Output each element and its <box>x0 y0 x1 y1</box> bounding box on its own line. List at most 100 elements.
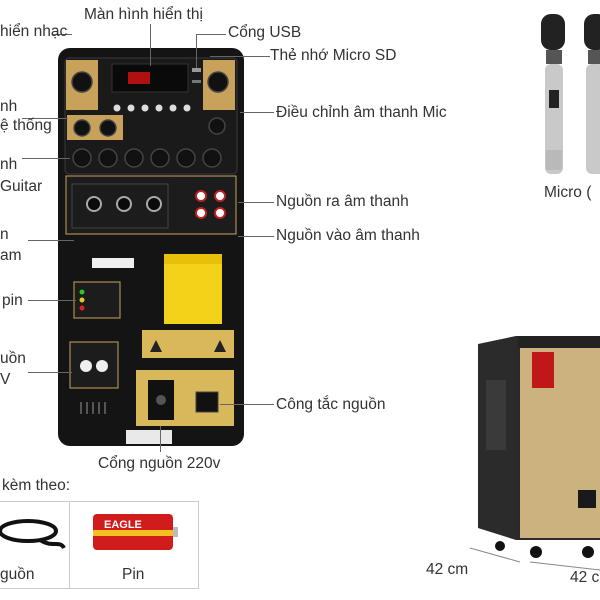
rca-out-left <box>214 190 226 202</box>
caption-mic: Micro ( <box>544 184 592 201</box>
power-port-socket <box>156 395 166 405</box>
line-usb-v <box>196 34 197 68</box>
battery-brand: EAGLE <box>104 519 142 531</box>
label-input-2: am <box>0 247 22 264</box>
line-music <box>52 34 72 35</box>
mic-vol-knob <box>207 71 229 93</box>
dim-left: 42 cm <box>426 561 469 578</box>
dim-line-left <box>469 547 521 563</box>
label-guitar-2: Guitar <box>0 178 43 195</box>
panel-top <box>64 57 238 175</box>
nanomax-sticker <box>164 254 222 324</box>
label-audio-in: Nguồn vào âm thanh <box>276 227 420 244</box>
dc-terminal-minus <box>96 360 108 372</box>
label-power-1: uồn <box>0 350 26 367</box>
digital-vol-knob <box>124 148 144 168</box>
caption-battery: Pin <box>122 566 145 583</box>
sd-slot <box>192 80 201 83</box>
line-display <box>150 24 151 66</box>
label-system-1: nh <box>0 98 18 115</box>
mic-knob <box>208 117 226 135</box>
m-treble-knob <box>176 148 196 168</box>
microphone-1-icon <box>541 14 565 174</box>
line-switch <box>220 404 274 405</box>
label-guitar-1: nh <box>0 156 18 173</box>
btn-repeat <box>183 104 191 112</box>
battery-led-2 <box>79 297 85 303</box>
caution-triangle-right <box>214 340 226 352</box>
music-vol-knob <box>71 71 93 93</box>
cable-icon <box>0 519 66 550</box>
speaker-handle <box>486 380 506 450</box>
line-pin <box>28 300 76 301</box>
btn-next <box>155 104 163 112</box>
caution-triangle-left <box>150 340 162 352</box>
btn-eq <box>169 104 177 112</box>
bass-knob <box>73 119 91 137</box>
line-audio-out <box>238 202 274 203</box>
rca-in-left <box>214 207 226 219</box>
line-port <box>160 426 161 452</box>
line-guitar <box>22 158 70 159</box>
btn-mode <box>113 104 121 112</box>
line-mic <box>240 112 274 113</box>
dc-terminal-plus <box>80 360 92 372</box>
label-power-port: Cổng nguồn 220v <box>98 455 221 472</box>
barcode-sticker <box>92 258 134 268</box>
line-usb-h <box>196 34 226 35</box>
label-display: Màn hình hiển thị <box>84 6 203 23</box>
battery-led-1 <box>79 289 85 295</box>
echo-knob <box>72 148 92 168</box>
label-music: hiển nhạc <box>0 23 68 40</box>
guitar-knob <box>98 148 118 168</box>
btn-prev <box>127 104 135 112</box>
wheel-1 <box>495 541 505 551</box>
label-microsd: Thẻ nhớ Micro SD <box>270 47 397 64</box>
label-pin: pin <box>2 292 23 309</box>
mic2-jack <box>146 196 162 212</box>
dim-right: 42 c <box>570 569 600 586</box>
line-input <box>28 240 74 241</box>
speaker-red-sticker <box>532 352 554 388</box>
power-switch <box>195 391 219 413</box>
input-jacks-frame <box>71 183 169 229</box>
nanomax-sticker-header <box>164 254 222 264</box>
guitar-jack <box>86 196 102 212</box>
vent-slots <box>80 402 106 414</box>
m-bass-knob <box>150 148 170 168</box>
label-power-switch: Công tắc nguồn <box>276 396 386 413</box>
line-power <box>28 372 72 373</box>
speaker-top <box>518 336 600 348</box>
accessory-divider <box>69 502 70 588</box>
label-audio-out: Nguồn ra âm thanh <box>276 193 409 210</box>
line-sd <box>210 56 270 57</box>
rca-in-right <box>195 207 207 219</box>
speaker-logo-badge <box>578 490 596 508</box>
dc-power-box <box>69 341 119 389</box>
m-echo-knob <box>202 148 222 168</box>
label-system-2: ệ thống <box>0 117 52 134</box>
usb-slot <box>192 68 201 72</box>
btn-play <box>141 104 149 112</box>
line-audio-in <box>238 236 274 237</box>
label-input-1: n <box>0 226 9 243</box>
battery-icon <box>93 514 178 550</box>
dim-line-right <box>529 561 600 571</box>
microphone-2-icon <box>584 14 600 174</box>
label-power-2: V <box>0 371 11 388</box>
treble-knob <box>99 119 117 137</box>
line-system <box>22 118 68 119</box>
wheel-3 <box>582 546 594 558</box>
display-digits <box>128 72 150 84</box>
mic1-jack <box>116 196 132 212</box>
label-usb: Cổng USB <box>228 24 302 41</box>
label-included: kèm theo: <box>2 477 71 494</box>
battery-led-3 <box>79 305 85 311</box>
accessories-box <box>0 501 199 589</box>
rca-out-right <box>195 190 207 202</box>
wheel-2 <box>530 546 542 558</box>
